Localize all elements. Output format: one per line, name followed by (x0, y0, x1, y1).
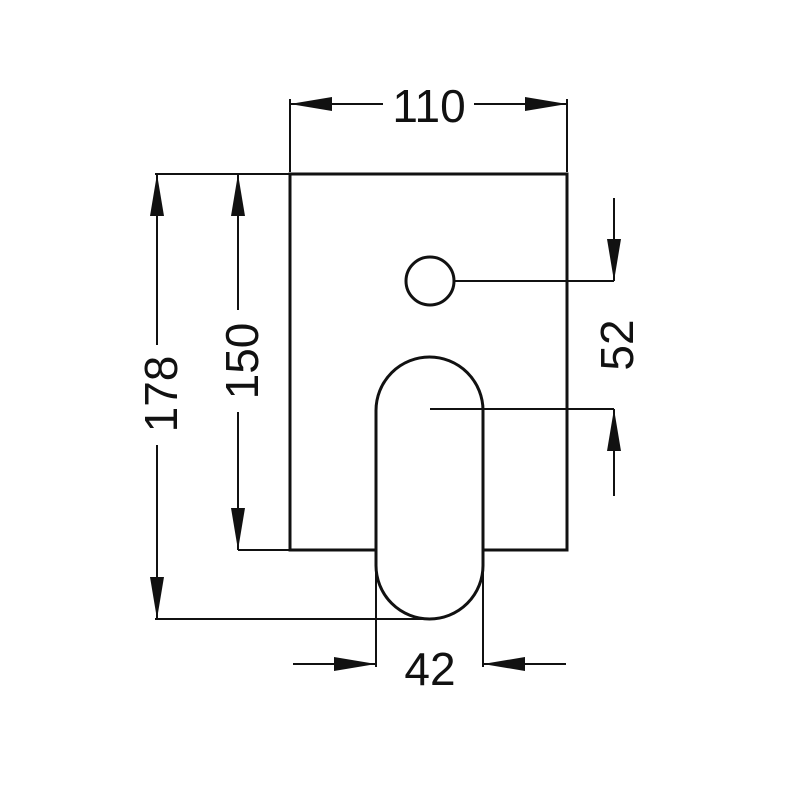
diverter-knob (404, 255, 456, 307)
dimension-width-top: 110 (289, 80, 568, 172)
dimension-label-150: 150 (216, 323, 268, 400)
dimension-handle-width: 42 (293, 570, 566, 695)
dimension-label-110: 110 (392, 80, 465, 132)
dimension-label-42: 42 (404, 643, 455, 695)
dimension-label-52: 52 (591, 319, 643, 370)
dimension-label-178: 178 (135, 356, 187, 433)
dimension-height-total: 178 (135, 173, 425, 620)
lever-handle (374, 355, 485, 621)
dimension-spacing-right: 52 (430, 198, 643, 496)
dimension-height-plate: 150 (216, 174, 376, 551)
